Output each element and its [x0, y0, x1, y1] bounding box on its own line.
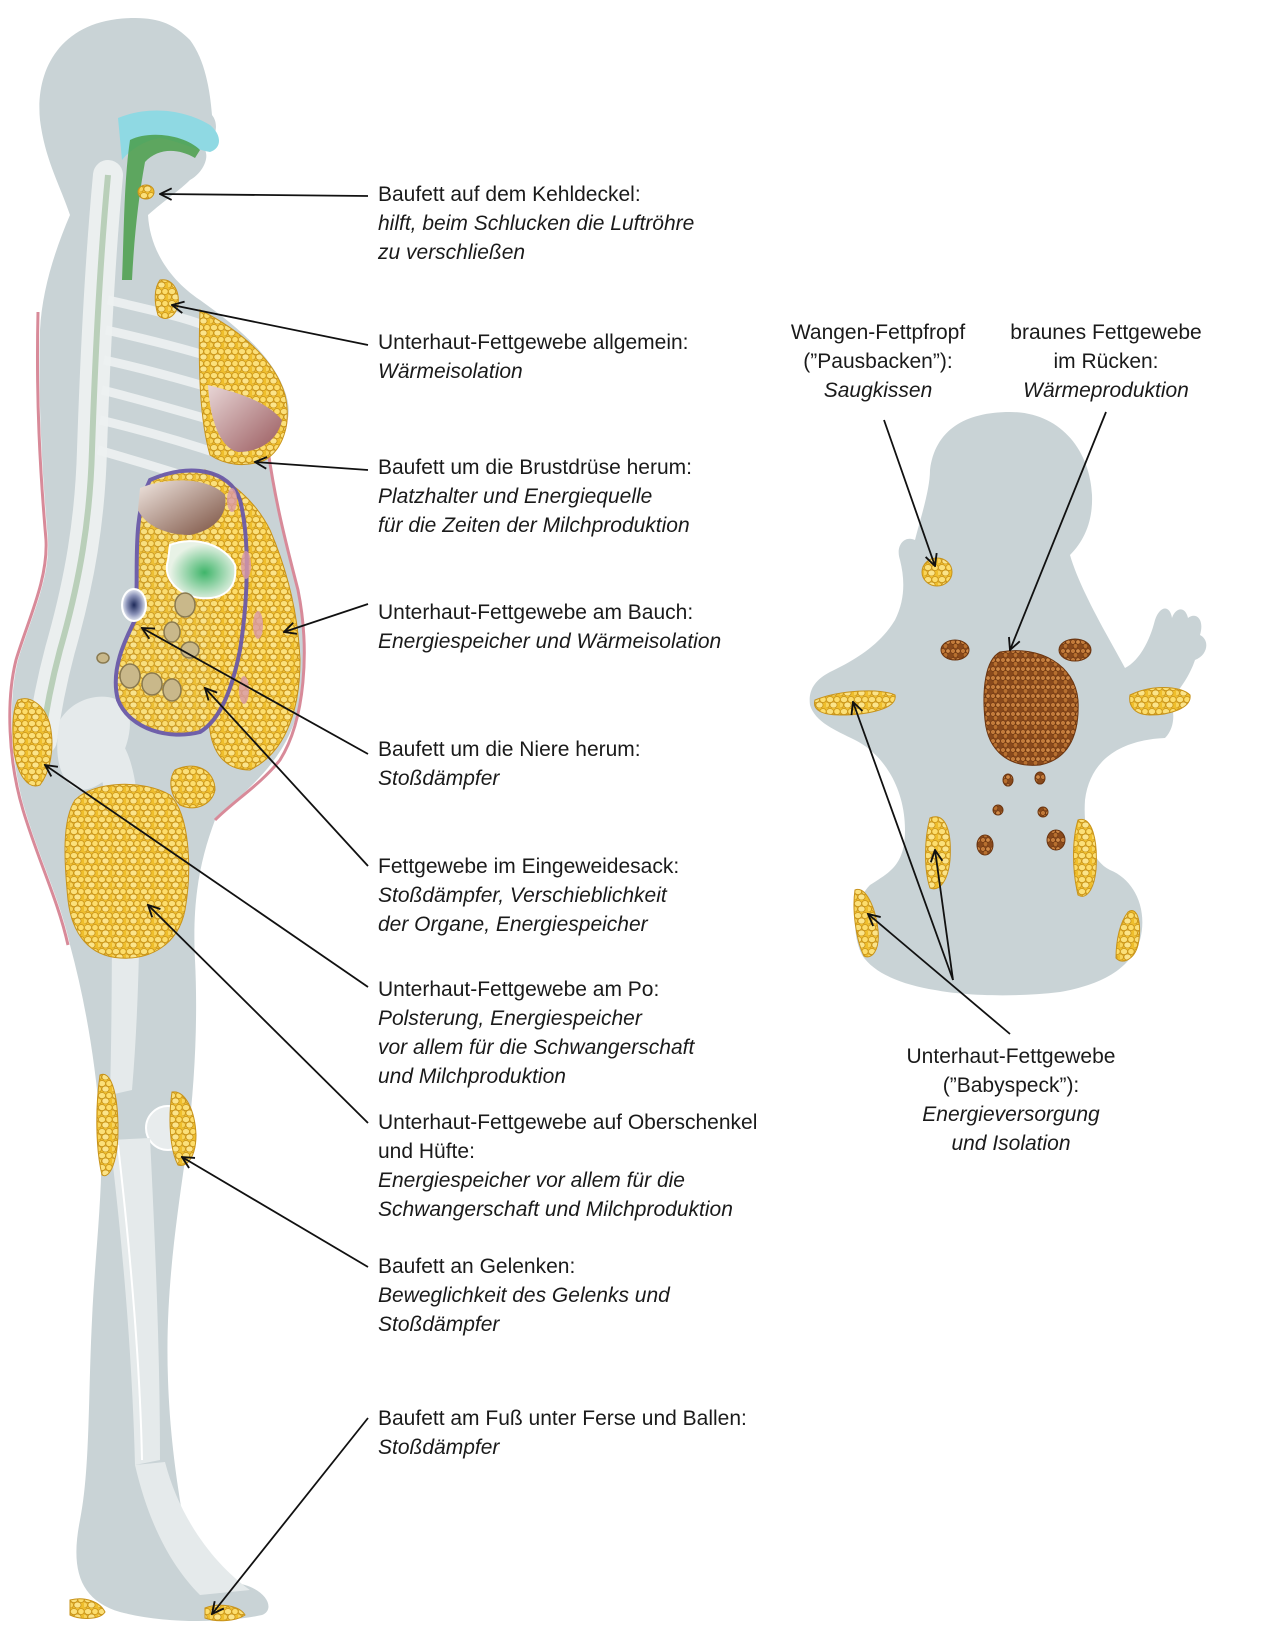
label-desc: Polsterung, Energiespeicher	[378, 1007, 642, 1030]
label-desc: Energiespeicher vor allem für die	[378, 1169, 685, 1192]
brown-fat-spots	[940, 638, 1092, 856]
label-desc: Wärmeisolation	[378, 360, 523, 383]
label-heading: und Hüfte:	[378, 1140, 475, 1163]
label-heading: Unterhaut-Fettgewebe auf Oberschenkel	[378, 1111, 758, 1134]
label-desc: und Isolation	[951, 1132, 1071, 1155]
label-heading: Wangen-Fettpfropf	[790, 321, 966, 344]
label-heading: Unterhaut-Fettgewebe	[906, 1045, 1116, 1068]
label-epiglottis: Baufett auf dem Kehldeckel: hilft, beim …	[378, 180, 694, 267]
label-desc: der Organe, Energiespeicher	[378, 913, 648, 936]
label-heading: Unterhaut-Fettgewebe am Po:	[378, 978, 660, 1001]
tibia	[110, 1138, 160, 1465]
label-desc: Schwangerschaft und Milchproduktion	[378, 1198, 733, 1221]
buttock-fat	[12, 698, 53, 787]
label-desc: Platzhalter und Energiequelle	[378, 485, 653, 508]
intestines	[96, 592, 200, 702]
kidney	[121, 588, 147, 622]
label-desc: Wärmeproduktion	[1023, 379, 1189, 402]
label-heading: Baufett um die Brustdrüse herum:	[378, 456, 692, 479]
brown-fat-back	[983, 650, 1079, 766]
baby-figure	[809, 412, 1207, 996]
right-hip-fat	[1073, 818, 1097, 897]
label-cheek-fat: Wangen-Fettpfropf (”Pausbacken”): Saugki…	[778, 318, 978, 405]
label-baby-fat: Unterhaut-Fettgewebe (”Babyspeck”): Ener…	[895, 1042, 1127, 1158]
label-desc: Stoßdämpfer	[378, 767, 500, 790]
foot-bones	[135, 1462, 250, 1595]
label-mammary-gland: Baufett um die Brustdrüse herum: Platzha…	[378, 453, 692, 540]
label-desc: hilft, beim Schlucken die Luftröhre	[378, 212, 695, 235]
label-brown-fat: braunes Fettgewebe im Rücken: Wärmeprodu…	[1000, 318, 1212, 405]
label-desc: Energiespeicher und Wärmeisolation	[378, 630, 722, 653]
label-desc: Beweglichkeit des Gelenks und	[378, 1284, 670, 1307]
label-desc: Stoßdämpfer	[378, 1313, 500, 1336]
label-desc: Energieversorgung	[922, 1103, 1100, 1126]
label-heading: Baufett um die Niere herum:	[378, 738, 641, 761]
pregnant-woman-figure	[8, 18, 306, 1622]
label-desc: Stoßdämpfer	[378, 1436, 500, 1459]
label-heading: im Rücken:	[1053, 350, 1159, 373]
label-desc: Stoßdämpfer, Verschieblichkeit	[378, 884, 667, 907]
heel-fat	[69, 1598, 106, 1619]
stomach	[165, 540, 237, 600]
label-heading: braunes Fettgewebe	[1010, 321, 1202, 344]
thigh-fat	[64, 783, 190, 959]
trachea	[122, 134, 200, 280]
label-heading: Fettgewebe im Eingeweidesack:	[378, 855, 680, 878]
knee-fat-front	[169, 1091, 197, 1166]
label-subcutaneous-general: Unterhaut-Fettgewebe allgemein: Wärmeiso…	[378, 328, 689, 386]
label-buttocks: Unterhaut-Fettgewebe am Po: Polsterung, …	[378, 975, 694, 1091]
label-heading: Unterhaut-Fettgewebe allgemein:	[378, 331, 689, 354]
cheek-fat	[921, 557, 953, 587]
knee-fat-back	[96, 1073, 119, 1177]
leader-lines	[45, 194, 1107, 1614]
label-desc: für die Zeiten der Milchproduktion	[378, 514, 690, 537]
label-desc: und Milchproduktion	[378, 1065, 566, 1088]
right-leg-fat	[1115, 910, 1141, 962]
label-heading: (”Pausbacken”):	[803, 350, 953, 373]
right-arm-fat	[1129, 687, 1191, 716]
breast-gland	[208, 385, 282, 452]
label-heading: Baufett auf dem Kehldeckel:	[378, 183, 641, 206]
liver	[138, 480, 226, 535]
left-leg-fat	[853, 889, 879, 958]
label-heading: Unterhaut-Fettgewebe am Bauch:	[378, 601, 694, 624]
label-heading: Baufett am Fuß unter Ferse und Ballen:	[378, 1407, 747, 1430]
label-kidney: Baufett um die Niere herum: Stoßdämpfer	[378, 735, 641, 793]
label-belly: Unterhaut-Fettgewebe am Bauch: Energiesp…	[378, 598, 721, 656]
label-desc: zu verschließen	[378, 241, 526, 264]
label-foot: Baufett am Fuß unter Ferse und Ballen: S…	[378, 1404, 747, 1462]
label-heading: Baufett an Gelenken:	[378, 1255, 576, 1278]
label-desc: vor allem für die Schwangerschaft	[378, 1036, 695, 1059]
label-thigh-hip: Unterhaut-Fettgewebe auf Oberschenkel un…	[378, 1108, 757, 1224]
label-joints: Baufett an Gelenken: Beweglichkeit des G…	[378, 1252, 670, 1339]
epiglottis-fat	[137, 184, 155, 200]
label-visceral-sac: Fettgewebe im Eingeweidesack: Stoßdämpfe…	[378, 852, 679, 939]
label-desc: Saugkissen	[823, 379, 933, 402]
label-heading: (”Babyspeck”):	[942, 1074, 1080, 1097]
lower-belly-fat	[170, 765, 216, 809]
